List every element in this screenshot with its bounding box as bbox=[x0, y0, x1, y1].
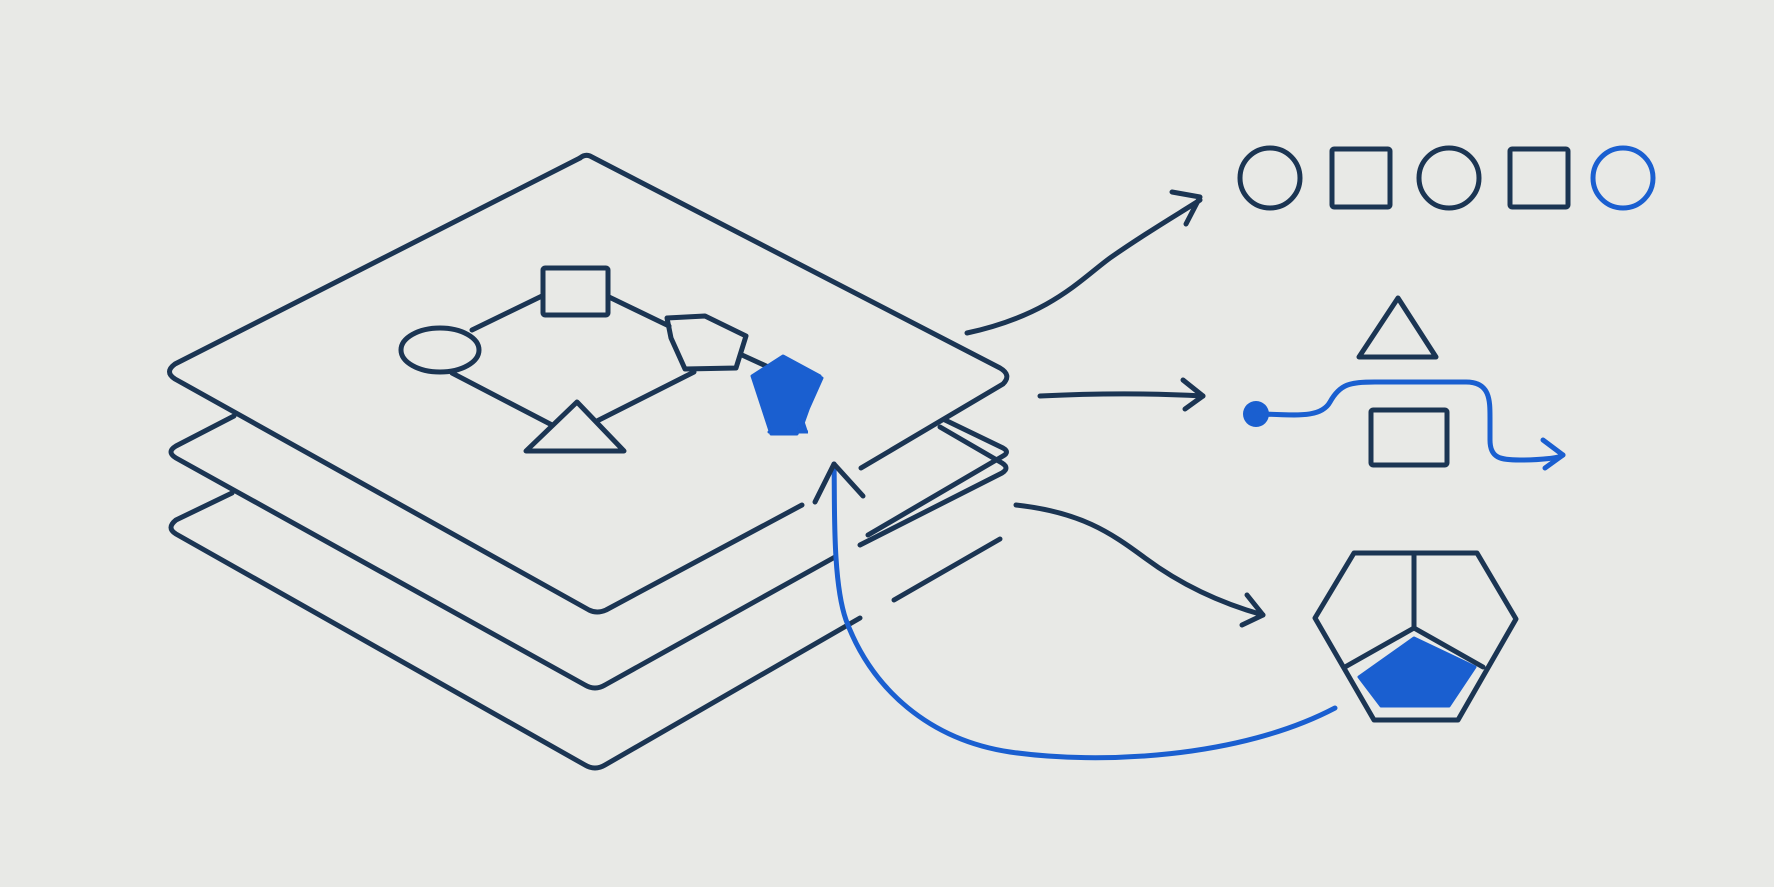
circle-icon bbox=[1237, 145, 1303, 211]
triangle-icon bbox=[1356, 295, 1439, 360]
square-icon bbox=[1329, 146, 1393, 210]
hexagon-icon bbox=[1312, 550, 1519, 723]
square-icon bbox=[1368, 407, 1450, 468]
arrow-to-component-breakdown bbox=[1013, 502, 1266, 618]
ellipse-node bbox=[398, 325, 482, 375]
node-graph bbox=[398, 265, 824, 454]
arrow-to-process-flow bbox=[1037, 391, 1206, 399]
feedback-arrow bbox=[812, 461, 1338, 761]
hexagon-divider-left bbox=[1342, 625, 1417, 670]
rectangle-node bbox=[540, 265, 611, 318]
layer-middle bbox=[168, 413, 1009, 691]
arrowhead-middle bbox=[1180, 377, 1206, 412]
shape-sequence-row bbox=[1237, 145, 1656, 211]
circle-icon bbox=[1416, 145, 1482, 211]
square-icon bbox=[1507, 146, 1571, 210]
circle-icon-highlighted bbox=[1590, 145, 1656, 211]
pentagon-filled-icon bbox=[1357, 636, 1477, 708]
flow-arrowhead bbox=[1540, 437, 1566, 471]
edge-rect-pentagon bbox=[606, 294, 672, 329]
feedback-arrowhead bbox=[812, 461, 866, 505]
edge-ellipse-triangle bbox=[449, 370, 555, 428]
process-flow-row bbox=[1243, 295, 1566, 471]
flow-path bbox=[1253, 379, 1566, 463]
triangle-node bbox=[523, 399, 627, 454]
pentagon-filled-node bbox=[750, 354, 824, 436]
edge-ellipse-rect bbox=[469, 293, 545, 333]
edge-triangle-pentagon bbox=[594, 369, 697, 424]
arrow-to-shape-sequence bbox=[964, 197, 1203, 336]
layer-top bbox=[167, 152, 1010, 615]
component-breakdown bbox=[1312, 550, 1519, 723]
hexagon-divider-right bbox=[1411, 625, 1486, 670]
output-arrows bbox=[964, 189, 1266, 628]
feedback-curve-main bbox=[831, 461, 1338, 761]
layer-bottom bbox=[168, 490, 863, 771]
pentagon-node bbox=[664, 313, 749, 372]
arrowhead-bottom bbox=[1239, 592, 1266, 628]
arrowhead-top bbox=[1169, 189, 1203, 227]
